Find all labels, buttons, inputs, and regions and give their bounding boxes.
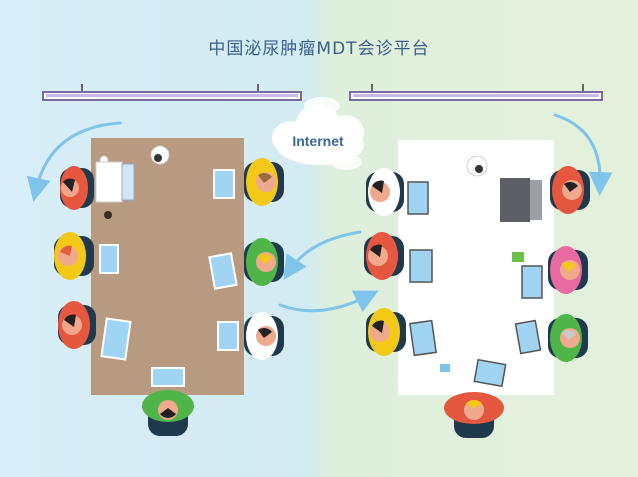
person-right-6 (548, 314, 588, 362)
tablet-right-3 (409, 319, 437, 357)
tablet-right-5 (521, 265, 543, 299)
camera-left (150, 145, 170, 165)
person-right-5 (548, 246, 588, 294)
tablet-right-2 (409, 249, 433, 283)
tablet-left-2 (99, 244, 119, 274)
person-right-3 (366, 308, 406, 356)
arrow-right-to-left (283, 230, 362, 280)
phone-right (512, 252, 524, 262)
tablet-right-6 (514, 319, 542, 355)
connection-arrows (26, 113, 613, 313)
person-right-7 (444, 392, 504, 438)
tablet-left-6 (217, 321, 239, 351)
phone-right-bottom (440, 364, 450, 372)
cup-icon (104, 211, 112, 219)
projector-screen-right (349, 84, 603, 101)
person-left-7 (142, 390, 194, 436)
person-right-4 (550, 166, 590, 214)
cloud-label: Internet (292, 133, 344, 149)
person-right-2 (364, 232, 404, 280)
tablet-left-3 (100, 317, 132, 361)
person-left-4 (244, 158, 284, 206)
tablet-right-1 (407, 181, 429, 215)
camera-right (466, 155, 488, 177)
arrow-left-to-right (278, 290, 379, 313)
person-left-3 (58, 301, 96, 349)
arrow-screen-left (26, 121, 122, 202)
page-title: 中国泌尿肿瘤MDT会诊平台 (208, 39, 430, 59)
person-left-5 (244, 238, 284, 286)
laptop-left-bottom (151, 367, 185, 387)
tablet-left-4 (213, 169, 235, 199)
arrow-screen-right (553, 113, 613, 196)
person-left-6 (244, 312, 284, 360)
person-left-2 (54, 232, 94, 280)
tablet-left-5 (208, 252, 238, 290)
laptop-right-top (500, 178, 542, 222)
laptop-left-top (95, 161, 135, 203)
cloud-icon: Internet (272, 97, 364, 170)
tablet-right-bottom (473, 358, 507, 388)
person-left-1 (60, 166, 94, 210)
person-right-1 (366, 168, 404, 216)
projector-screen-left (42, 84, 302, 101)
